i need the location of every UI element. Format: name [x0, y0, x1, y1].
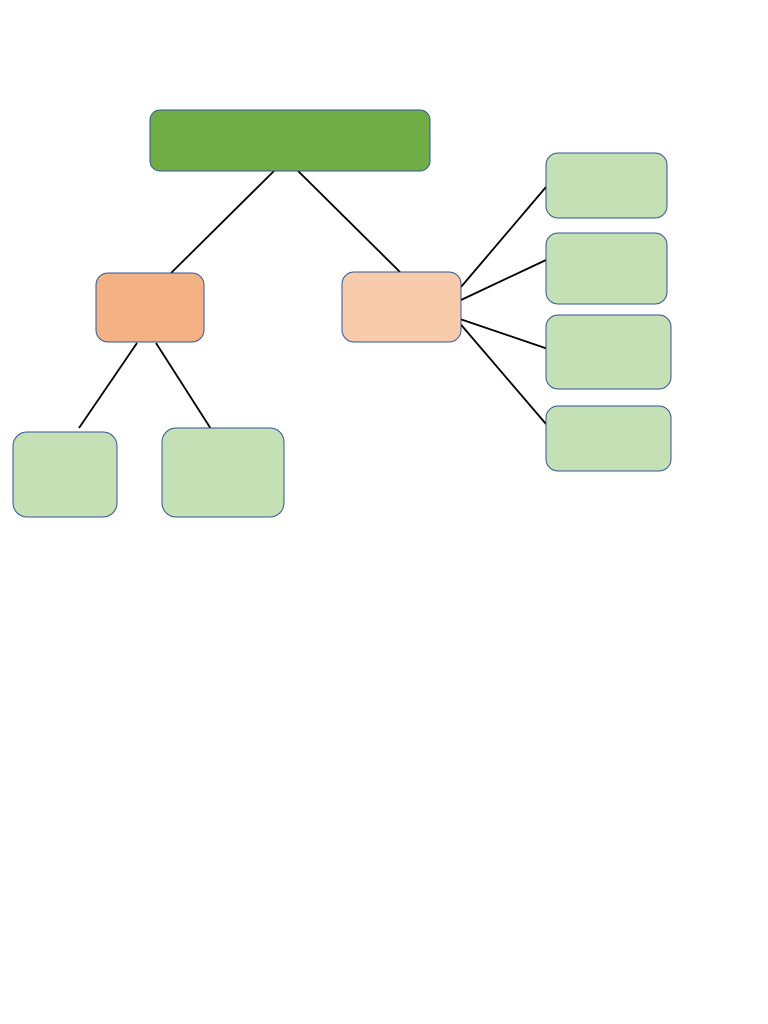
node-mid-right [341, 271, 462, 343]
connector-root-to-mid-left [166, 170, 275, 278]
node-box-leaf-right-1 [545, 152, 668, 219]
connector-mid-left-to-leaf-left-2 [155, 342, 212, 430]
connector-lines [78, 165, 552, 430]
node-leaf-right-2 [545, 232, 668, 305]
connector-mid-right-to-leaf-right-2 [460, 259, 547, 301]
connector-mid-left-to-leaf-left-1 [78, 342, 138, 429]
connector-mid-right-to-leaf-right-1 [460, 186, 547, 288]
connector-mid-right-to-leaf-right-3 [456, 317, 552, 351]
node-leaf-right-4 [545, 405, 672, 472]
node-mid-left [95, 272, 205, 343]
node-leaf-right-3 [545, 314, 672, 390]
node-box-leaf-right-2 [545, 232, 668, 305]
node-leaf-left-1 [12, 431, 118, 518]
node-box-leaf-right-3 [545, 314, 672, 390]
node-leaf-left-2 [161, 427, 285, 518]
node-leaf-right-1 [545, 152, 668, 219]
node-box-root [149, 109, 431, 172]
node-box-leaf-left-1 [12, 431, 118, 518]
connector-root-to-mid-right [292, 165, 401, 273]
diagram-nodes [12, 109, 672, 518]
node-box-mid-right [341, 271, 462, 343]
node-box-leaf-left-2 [161, 427, 285, 518]
node-box-leaf-right-4 [545, 405, 672, 472]
connector-mid-right-to-leaf-right-4 [456, 319, 547, 425]
node-box-mid-left [95, 272, 205, 343]
node-root [149, 109, 431, 172]
